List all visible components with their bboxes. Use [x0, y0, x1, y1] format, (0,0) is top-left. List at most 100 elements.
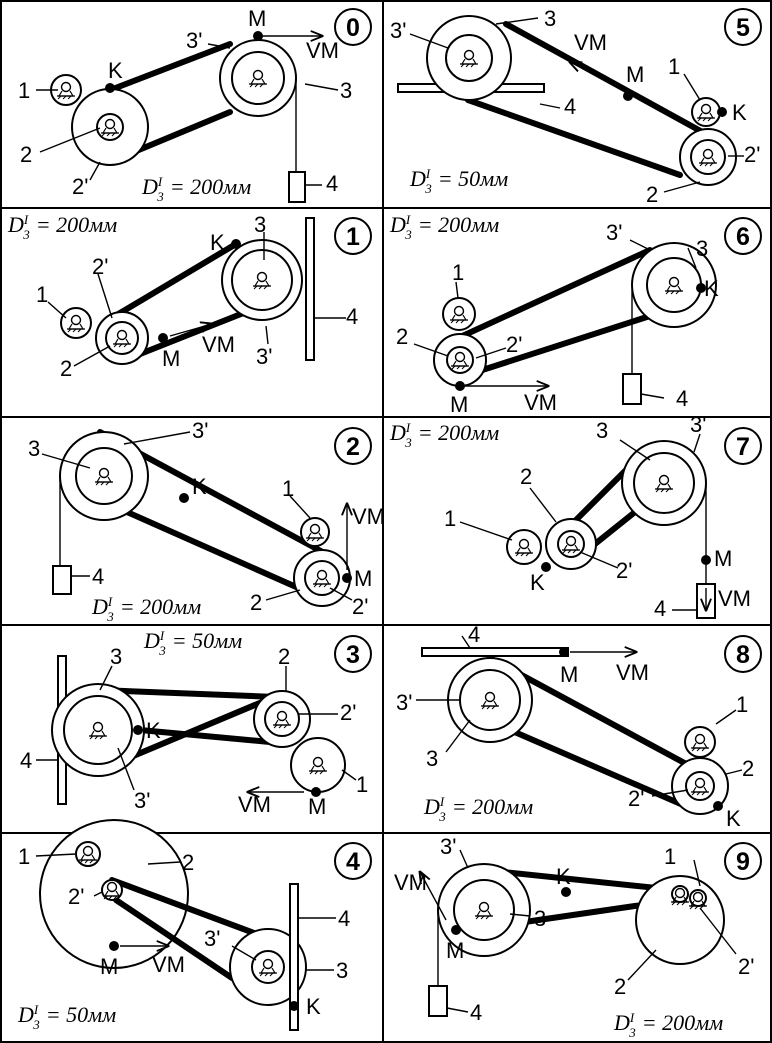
panel-variant-2: 2 3 3' 1 2 2' 4	[28, 418, 385, 624]
point-m	[158, 333, 168, 343]
label-4: 4	[326, 171, 338, 196]
point-m	[623, 91, 633, 101]
label-vm: VM	[616, 660, 649, 685]
point-k	[541, 562, 551, 572]
variant-number: 3	[346, 641, 360, 669]
label-3-prime: 3'	[606, 220, 622, 245]
label-m: M	[354, 566, 372, 591]
label-2: 2	[60, 356, 72, 381]
label-3-prime: 3'	[192, 418, 208, 443]
point-k	[133, 725, 143, 735]
label-4: 4	[468, 622, 480, 647]
label-4: 4	[20, 748, 32, 773]
label-m: M	[100, 954, 118, 979]
label-2: 2	[646, 182, 658, 207]
label-1: 1	[452, 260, 464, 285]
label-1: 1	[444, 506, 456, 531]
mechanism-drawing	[35, 819, 336, 1031]
label-3: 3	[534, 906, 546, 931]
variant-number: 9	[736, 848, 750, 876]
label-4: 4	[338, 906, 350, 931]
label-3-prime: 3'	[186, 28, 202, 53]
mechanism-drawing	[416, 635, 743, 815]
label-m: M	[560, 662, 578, 687]
panel-variant-4: 4 1 2 2' 3' 4 3 K	[17, 819, 372, 1032]
panel-variant-3: 3 3 2 2' 4 3' 1	[20, 628, 372, 819]
point-m	[342, 573, 352, 583]
label-4: 4	[654, 596, 666, 621]
point-k	[231, 239, 241, 249]
label-2-prime: 2'	[352, 594, 368, 619]
variant-number-badge	[724, 217, 762, 255]
label-2-prime: 2'	[72, 174, 88, 199]
label-m: M	[446, 938, 464, 963]
variant-number-badge	[334, 635, 372, 673]
label-2: 2	[250, 590, 262, 615]
label-2-prime: 2'	[92, 254, 108, 279]
label-3: 3	[254, 212, 266, 237]
label-2: 2	[182, 850, 194, 875]
velocity-arrow	[169, 324, 212, 337]
point-k	[561, 887, 571, 897]
variant-number: 8	[736, 641, 750, 669]
point-m	[253, 31, 263, 41]
panel-variant-8: 8 4 3' 3 1 2 2' K	[396, 622, 762, 831]
variant-number-badge	[724, 635, 762, 673]
label-vm: VM	[718, 586, 751, 611]
variant-number: 7	[736, 433, 750, 461]
label-1: 1	[664, 844, 676, 869]
label-3: 3	[110, 644, 122, 669]
label-2: 2	[742, 756, 754, 781]
point-k	[713, 801, 723, 811]
label-4: 4	[346, 304, 358, 329]
panel-variant-6: 6 1 2 2' 3' 3 4	[389, 212, 762, 417]
panel-variant-0: 0 1 2 2' 3' 3 4	[18, 6, 372, 204]
label-3: 3	[28, 436, 40, 461]
label-3: 3	[340, 78, 352, 103]
label-2: 2	[20, 142, 32, 167]
label-vm: VM	[238, 792, 271, 817]
point-m	[451, 925, 461, 935]
label-4: 4	[92, 564, 104, 589]
label-3: 3	[696, 236, 708, 261]
mechanism-drawing	[413, 239, 717, 405]
label-vm: VM	[524, 390, 557, 415]
label-2-prime: 2'	[628, 786, 644, 811]
label-k: K	[210, 230, 225, 255]
point-m	[701, 555, 711, 565]
label-k: K	[704, 276, 719, 301]
variant-number: 2	[346, 433, 360, 461]
label-3-prime: 3'	[690, 412, 706, 437]
variant-number-badge	[334, 8, 372, 46]
label-2-prime: 2'	[616, 558, 632, 583]
panel-variant-7: 7 3 3' 2 1 2' 4	[389, 412, 762, 621]
label-vm: VM	[202, 332, 235, 357]
label-2: 2	[278, 644, 290, 669]
label-k: K	[726, 806, 741, 831]
label-2: 2	[396, 324, 408, 349]
point-k	[105, 83, 115, 93]
point-k	[696, 283, 706, 293]
panel-variant-1: 1 1 2' 2 3 3' 4 K	[7, 212, 372, 381]
mechanism-drawing	[397, 15, 744, 193]
variant-number-badge	[724, 427, 762, 465]
variant-number: 0	[346, 14, 360, 42]
label-2-prime: 2'	[738, 954, 754, 979]
label-m: M	[450, 392, 468, 417]
label-vm: VM	[394, 870, 427, 895]
label-vm: VM	[352, 504, 385, 529]
panel-variant-9: 9 3' 3 1 2' 2 4	[394, 834, 762, 1040]
variant-number-badge	[724, 8, 762, 46]
point-m	[311, 787, 321, 797]
mechanism-drawing	[36, 31, 339, 203]
point-m	[109, 941, 119, 951]
label-3-prime: 3'	[390, 18, 406, 43]
label-2-prime: 2'	[744, 142, 760, 167]
